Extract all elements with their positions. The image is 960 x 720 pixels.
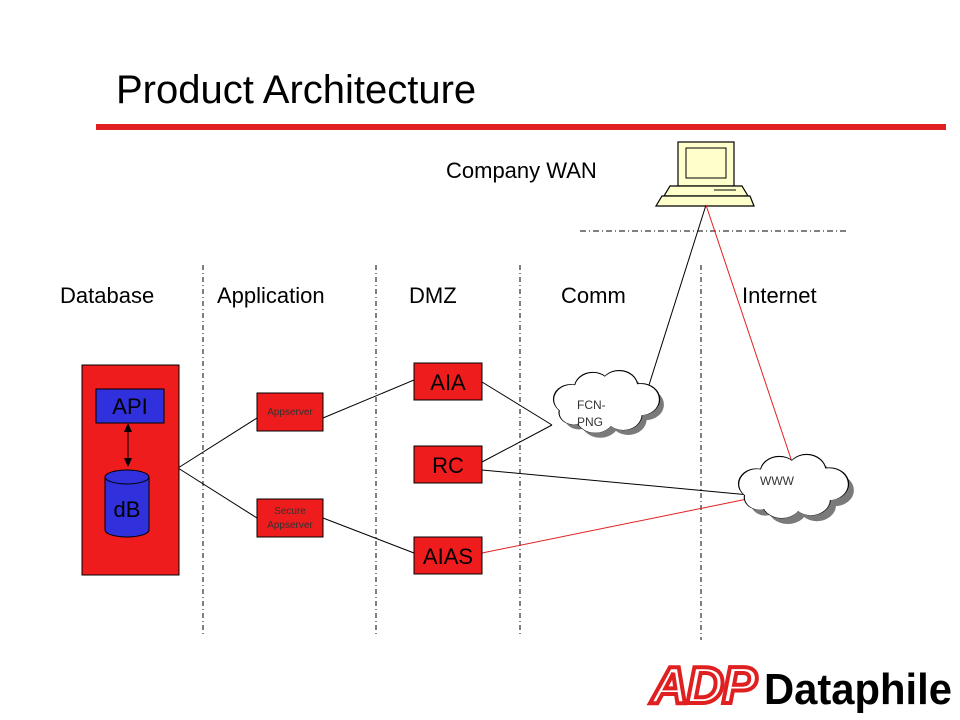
adp-logo: ADP xyxy=(647,655,761,717)
dataphile-logo-text: Dataphile xyxy=(764,665,952,714)
fcn-png-cloud-icon xyxy=(552,369,664,438)
fcn-label-line1: FCN- xyxy=(577,398,606,412)
title-underline xyxy=(96,124,946,130)
aia-box xyxy=(413,362,483,401)
www-cloud-icon xyxy=(737,453,854,525)
arrow-up-icon xyxy=(124,423,132,432)
api-box xyxy=(95,388,165,424)
database-cylinder-icon xyxy=(104,469,150,538)
api-label: API xyxy=(112,394,147,419)
appserver-box xyxy=(256,392,324,432)
fcn-label-line2: PNG xyxy=(577,415,603,429)
appserver-label: Appserver xyxy=(267,407,313,418)
zone-label-internet: Internet xyxy=(742,283,817,308)
aia-label: AIA xyxy=(430,370,466,395)
secure-appserver-label-line2: Appserver xyxy=(267,520,313,531)
db-label: dB xyxy=(114,497,141,522)
rc-label: RC xyxy=(432,453,464,478)
computer-icon xyxy=(654,141,755,207)
adp-logo-text: ADP xyxy=(649,657,757,715)
aias-label: AIAS xyxy=(423,544,473,569)
company-wan-label: Company WAN xyxy=(446,158,597,183)
connectors-red xyxy=(481,204,793,554)
connectors-black xyxy=(177,204,761,554)
page-title: Product Architecture xyxy=(116,68,476,112)
zone-label-database: Database xyxy=(60,283,154,308)
aias-box xyxy=(413,536,483,575)
www-label: WWW xyxy=(760,474,795,488)
zone-dividers xyxy=(202,265,702,640)
secure-appserver-box xyxy=(256,498,324,538)
zone-label-application: Application xyxy=(217,283,325,308)
zone-label-comm: Comm xyxy=(561,283,626,308)
arrow-down-icon xyxy=(124,458,132,467)
secure-appserver-label-line1: Secure xyxy=(274,506,306,517)
zone-label-dmz: DMZ xyxy=(409,283,457,308)
rc-box xyxy=(413,445,483,484)
